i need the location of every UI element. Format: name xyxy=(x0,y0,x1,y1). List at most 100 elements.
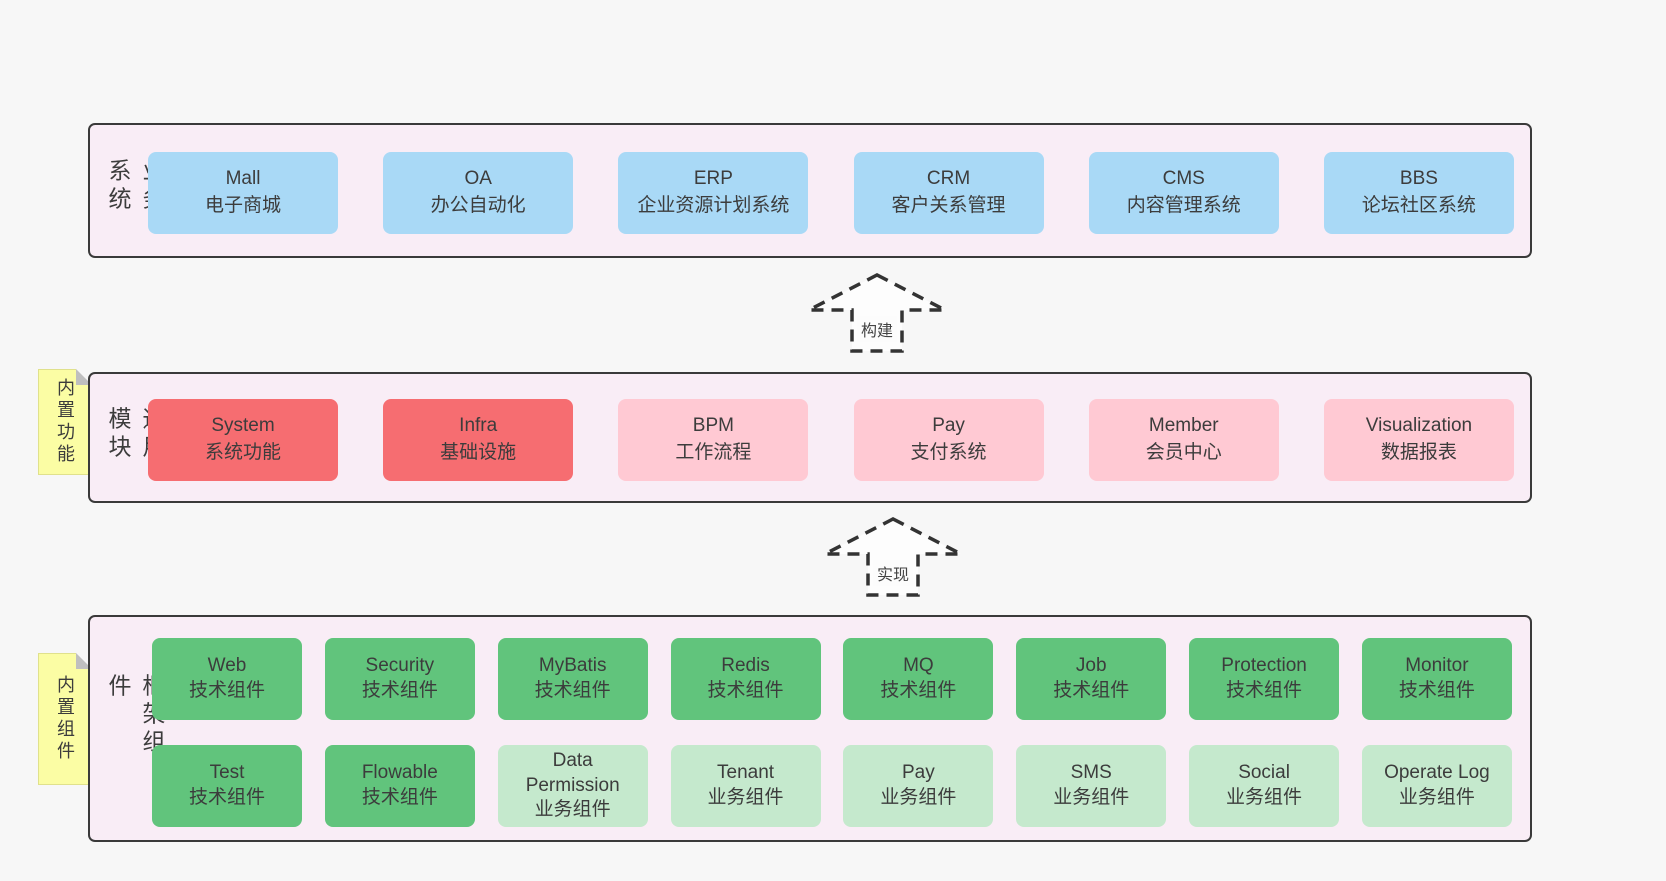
sticky-note-builtin-features: 内置功能 xyxy=(38,369,92,475)
box-title: OA xyxy=(464,168,492,190)
module-box-visualization: Visualization 数据报表 xyxy=(1323,399,1514,481)
box-title: Test xyxy=(209,762,245,784)
component-box-web: Web 技术组件 xyxy=(152,638,302,720)
box-title: Visualization xyxy=(1365,415,1473,437)
component-box-protection: Protection 技术组件 xyxy=(1189,638,1340,720)
component-box-operate-log: Operate Log 业务组件 xyxy=(1361,745,1512,827)
box-subtitle: 技术组件 xyxy=(361,680,438,701)
box-title: Data Permission xyxy=(525,749,620,796)
box-title: Protection xyxy=(1221,655,1307,677)
business-box-crm: CRM 客户关系管理 xyxy=(853,152,1044,234)
box-title: CRM xyxy=(926,168,971,190)
box-subtitle: 技术组件 xyxy=(880,680,957,701)
box-subtitle: 电子商城 xyxy=(204,195,281,216)
component-box-mq: MQ 技术组件 xyxy=(843,638,994,720)
box-subtitle: 技术组件 xyxy=(1398,680,1475,701)
box-title: BBS xyxy=(1399,168,1438,190)
component-box-test: Test 技术组件 xyxy=(152,745,302,827)
box-subtitle: 办公自动化 xyxy=(430,195,526,216)
box-title: Pay xyxy=(902,762,935,784)
box-title: ERP xyxy=(693,168,733,190)
box-title: Job xyxy=(1075,655,1107,677)
component-box-flowable: Flowable 技术组件 xyxy=(324,745,475,827)
box-title: Tenant xyxy=(717,762,775,784)
band-common-modules: 通用模块 System 系统功能 Infra 基础设施 BPM 工作流程 Pay… xyxy=(88,372,1532,503)
box-subtitle: 业务组件 xyxy=(1226,787,1303,808)
box-title: Member xyxy=(1148,415,1219,437)
arrow-implement: 实现 xyxy=(822,516,964,598)
box-title: Flowable xyxy=(361,762,438,784)
component-box-redis: Redis 技术组件 xyxy=(670,638,821,720)
component-box-sms: SMS 业务组件 xyxy=(1016,745,1167,827)
module-box-member: Member 会员中心 xyxy=(1088,399,1279,481)
box-title: MyBatis xyxy=(538,655,607,677)
box-subtitle: 业务组件 xyxy=(707,787,784,808)
box-subtitle: 基础设施 xyxy=(440,442,517,463)
box-subtitle: 客户关系管理 xyxy=(891,195,1006,216)
box-subtitle: 内容管理系统 xyxy=(1126,195,1241,216)
box-subtitle: 技术组件 xyxy=(1053,680,1130,701)
module-box-pay: Pay 支付系统 xyxy=(853,399,1044,481)
business-box-mall: Mall 电子商城 xyxy=(148,152,338,234)
box-title: Pay xyxy=(932,415,965,437)
business-box-row: Mall 电子商城 OA 办公自动化 ERP 企业资源计划系统 CRM 客户关系… xyxy=(148,152,1514,234)
band-framework-components: 框架组件 Web 技术组件 Security 技术组件 MyBatis 技术组件… xyxy=(88,615,1532,842)
box-title: Social xyxy=(1238,762,1290,784)
arrow-build: 构建 xyxy=(806,272,948,354)
component-box-job: Job 技术组件 xyxy=(1016,638,1167,720)
box-title: Mall xyxy=(225,168,261,190)
box-subtitle: 技术组件 xyxy=(534,680,611,701)
modules-box-row: System 系统功能 Infra 基础设施 BPM 工作流程 Pay 支付系统… xyxy=(148,399,1514,481)
component-box-security: Security 技术组件 xyxy=(324,638,475,720)
box-subtitle: 业务组件 xyxy=(534,799,611,821)
component-box-mybatis: MyBatis 技术组件 xyxy=(497,638,648,720)
box-subtitle: 论坛社区系统 xyxy=(1361,195,1476,216)
component-box-pay: Pay 业务组件 xyxy=(843,745,994,827)
business-box-erp: ERP 企业资源计划系统 xyxy=(618,152,809,234)
box-subtitle: 业务组件 xyxy=(880,787,957,808)
arrow-up-icon xyxy=(808,273,946,353)
box-subtitle: 技术组件 xyxy=(361,787,438,808)
box-subtitle: 业务组件 xyxy=(1053,787,1130,808)
box-subtitle: 技术组件 xyxy=(707,680,784,701)
box-title: BPM xyxy=(692,415,734,437)
business-box-cms: CMS 内容管理系统 xyxy=(1088,152,1279,234)
module-box-bpm: BPM 工作流程 xyxy=(618,399,809,481)
module-box-system: System 系统功能 xyxy=(148,399,338,481)
box-subtitle: 会员中心 xyxy=(1145,442,1222,463)
box-subtitle: 技术组件 xyxy=(188,787,265,808)
module-box-infra: Infra 基础设施 xyxy=(383,399,574,481)
box-title: System xyxy=(211,415,275,437)
box-subtitle: 数据报表 xyxy=(1380,442,1457,463)
component-box-data-permission: Data Permission 业务组件 xyxy=(497,745,648,827)
arrow-up-icon xyxy=(824,517,962,597)
box-subtitle: 企业资源计划系统 xyxy=(637,195,790,216)
component-box-tenant: Tenant 业务组件 xyxy=(670,745,821,827)
arrow-label: 实现 xyxy=(872,560,914,586)
business-box-oa: OA 办公自动化 xyxy=(383,152,574,234)
box-subtitle: 技术组件 xyxy=(1226,680,1303,701)
components-box-row-1: Web 技术组件 Security 技术组件 MyBatis 技术组件 Redi… xyxy=(152,638,1512,720)
component-box-monitor: Monitor 技术组件 xyxy=(1361,638,1512,720)
sticky-note-builtin-components: 内置组件 xyxy=(38,653,92,785)
box-title: CMS xyxy=(1162,168,1205,190)
box-title: Security xyxy=(365,655,435,677)
band-business-systems: 业务系统 Mall 电子商城 OA 办公自动化 ERP 企业资源计划系统 CRM… xyxy=(88,123,1532,258)
box-title: Redis xyxy=(721,655,770,677)
components-box-row-2: Test 技术组件 Flowable 技术组件 Data Permission … xyxy=(152,745,1512,827)
sticky-text: 内置功能 xyxy=(55,378,75,466)
business-box-bbs: BBS 论坛社区系统 xyxy=(1323,152,1514,234)
box-title: Web xyxy=(207,655,247,677)
box-title: MQ xyxy=(903,655,934,677)
arrow-label: 构建 xyxy=(856,316,898,342)
box-subtitle: 工作流程 xyxy=(675,442,752,463)
component-box-social: Social 业务组件 xyxy=(1189,745,1340,827)
box-subtitle: 系统功能 xyxy=(204,442,281,463)
sticky-text: 内置组件 xyxy=(55,675,75,763)
box-title: Infra xyxy=(459,415,498,437)
box-title: Monitor xyxy=(1405,655,1469,677)
box-subtitle: 支付系统 xyxy=(910,442,987,463)
box-title: Operate Log xyxy=(1384,762,1490,784)
box-title: SMS xyxy=(1070,762,1112,784)
